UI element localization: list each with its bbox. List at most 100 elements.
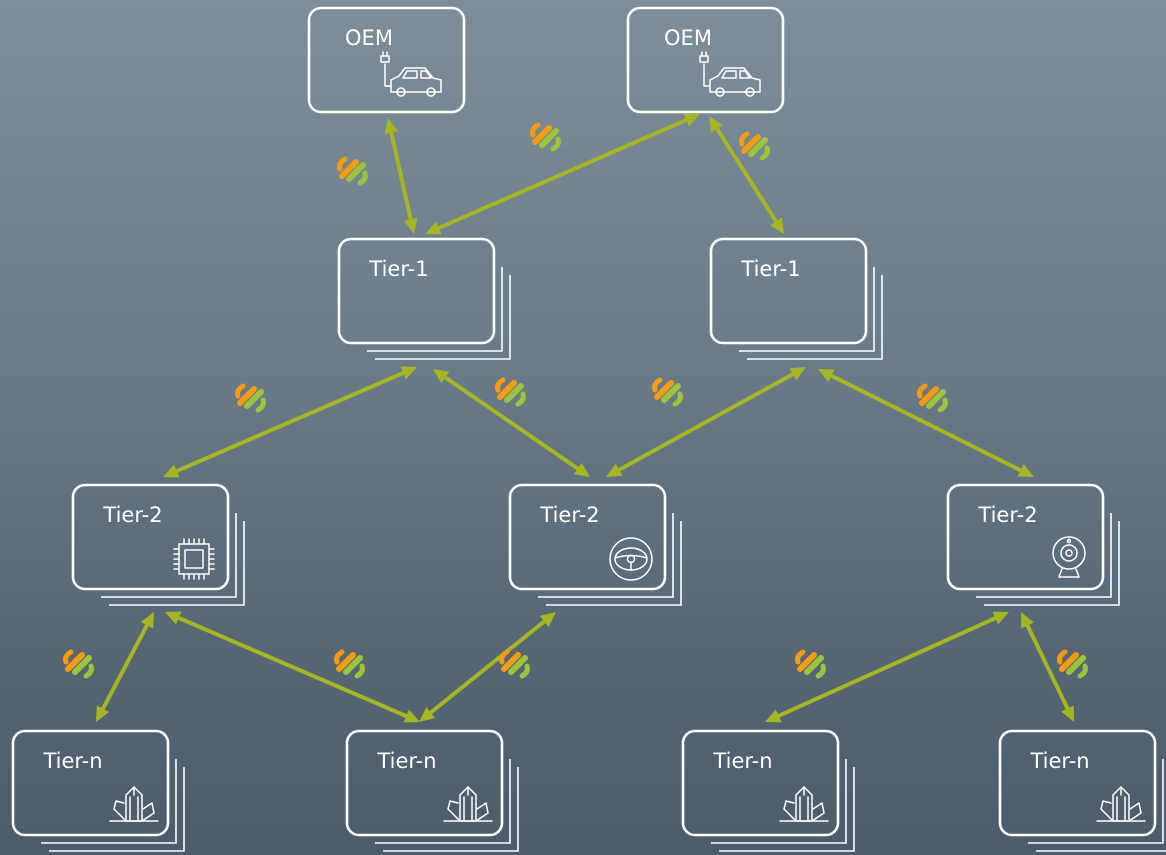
node-frame — [71, 483, 230, 591]
node-frame — [11, 729, 170, 837]
arrowhead-end — [1017, 464, 1034, 477]
crystal-icon — [443, 786, 493, 822]
node-frame — [508, 483, 667, 591]
node-tier2-middle: Tier-2 — [508, 483, 682, 606]
chip-icon — [173, 538, 215, 580]
node-label: Tier-1 — [740, 257, 800, 281]
node-frame — [307, 6, 466, 114]
connector-line — [99, 621, 151, 713]
connector-line — [713, 125, 780, 225]
sync-badge-icon — [1060, 652, 1086, 676]
node-label: Tier-n — [712, 749, 772, 773]
sync-badge-icon — [498, 380, 524, 404]
connector-line — [615, 371, 797, 473]
connector-line — [427, 617, 548, 717]
node-label: Tier-1 — [368, 257, 428, 281]
stack-outline — [739, 267, 875, 352]
arrowhead-start — [140, 612, 154, 629]
arrowhead-start — [992, 611, 1009, 625]
stack-outline — [546, 521, 682, 606]
arrowhead-start — [818, 369, 835, 382]
steering-wheel-icon — [609, 537, 653, 581]
node-label: Tier-2 — [102, 503, 162, 527]
crystal-icon — [109, 786, 159, 822]
camera-icon — [1052, 536, 1086, 578]
node-frame — [681, 729, 840, 837]
stack-outline — [1028, 759, 1164, 844]
stack-outline — [383, 767, 519, 852]
sync-badge-icon — [340, 159, 366, 183]
sync-badge-icon — [798, 652, 824, 676]
arrowhead-start — [384, 118, 399, 135]
node-oem-left: OEM — [307, 6, 466, 114]
arrowhead-end — [770, 217, 784, 234]
connector-oem-left-tier1-left — [340, 118, 418, 234]
node-frame — [337, 237, 496, 345]
arrowhead-start — [709, 116, 723, 133]
node-tiern-2: Tier-n — [345, 729, 519, 852]
stack-outline — [367, 267, 503, 352]
stack-outline — [711, 759, 847, 844]
crystal-icon — [1096, 786, 1146, 822]
connector-line — [388, 129, 414, 223]
connector-tier1-left-tier2-middle — [433, 369, 590, 477]
node-tiern-3: Tier-n — [681, 729, 855, 852]
arrowhead-end — [1061, 705, 1074, 722]
sync-badge-icon — [655, 380, 681, 404]
stack-outline — [719, 767, 855, 852]
stack-outline — [984, 521, 1120, 606]
stack-outline — [1036, 850, 1166, 852]
stack-outline — [375, 759, 511, 844]
arrowhead-start — [165, 611, 182, 625]
node-label: Tier-n — [1029, 749, 1089, 773]
arrowhead-end — [606, 463, 623, 477]
stack-outline — [109, 521, 245, 606]
connector-oem-right-tier1-right — [709, 116, 784, 234]
node-label: OEM — [664, 26, 712, 50]
stack-outline — [49, 767, 185, 852]
stack-outline — [976, 513, 1112, 598]
arrowhead-end — [573, 462, 590, 477]
connector-line — [435, 116, 690, 232]
node-oem-right: OEM — [626, 6, 785, 114]
connector-tier2-right-tiern-4 — [1021, 612, 1085, 722]
sync-badge-icon — [502, 652, 528, 676]
node-label: Tier-n — [42, 749, 102, 773]
connector-tier2-left-tiern-2 — [165, 611, 420, 723]
connector-tier1-left-tier2-left — [163, 366, 417, 478]
arrowhead-end — [419, 707, 436, 722]
sync-badge-icon — [533, 125, 559, 149]
connector-tier2-right-tiern-3 — [765, 611, 1009, 723]
node-label: Tier-n — [376, 749, 436, 773]
arrowhead-start — [1021, 612, 1034, 629]
arrowhead-end — [765, 709, 782, 723]
stack-outline — [101, 513, 237, 598]
sync-badge-icon — [337, 652, 363, 676]
arrowhead-start — [539, 612, 556, 627]
sync-badge-icon — [238, 386, 264, 410]
node-tiern-4: Tier-n — [998, 729, 1166, 852]
node-tier2-left: Tier-2 — [71, 483, 245, 606]
stack-outline — [747, 275, 883, 360]
node-label: Tier-2 — [539, 503, 599, 527]
car-charging-icon — [380, 51, 442, 97]
arrowhead-end — [403, 217, 418, 234]
arrowhead-end — [403, 709, 420, 723]
connector-line — [827, 372, 1025, 474]
arrowhead-start — [789, 367, 806, 381]
car-charging-icon — [699, 51, 761, 97]
node-tier1-left: Tier-1 — [337, 237, 511, 360]
connector-tier1-right-tier2-right — [818, 369, 1034, 477]
node-frame — [998, 729, 1157, 837]
arrowhead-end — [96, 705, 110, 722]
connector-oem-right-tier1-left — [425, 113, 700, 235]
node-tier1-right: Tier-1 — [709, 237, 883, 360]
stack-outline — [41, 759, 177, 844]
arrowhead-start — [683, 113, 700, 127]
connector-tier2-left-tiern-1 — [66, 612, 154, 722]
arrowhead-start — [433, 369, 450, 384]
arrowhead-start — [400, 366, 417, 380]
node-frame — [626, 6, 785, 114]
connector-line — [175, 614, 410, 720]
